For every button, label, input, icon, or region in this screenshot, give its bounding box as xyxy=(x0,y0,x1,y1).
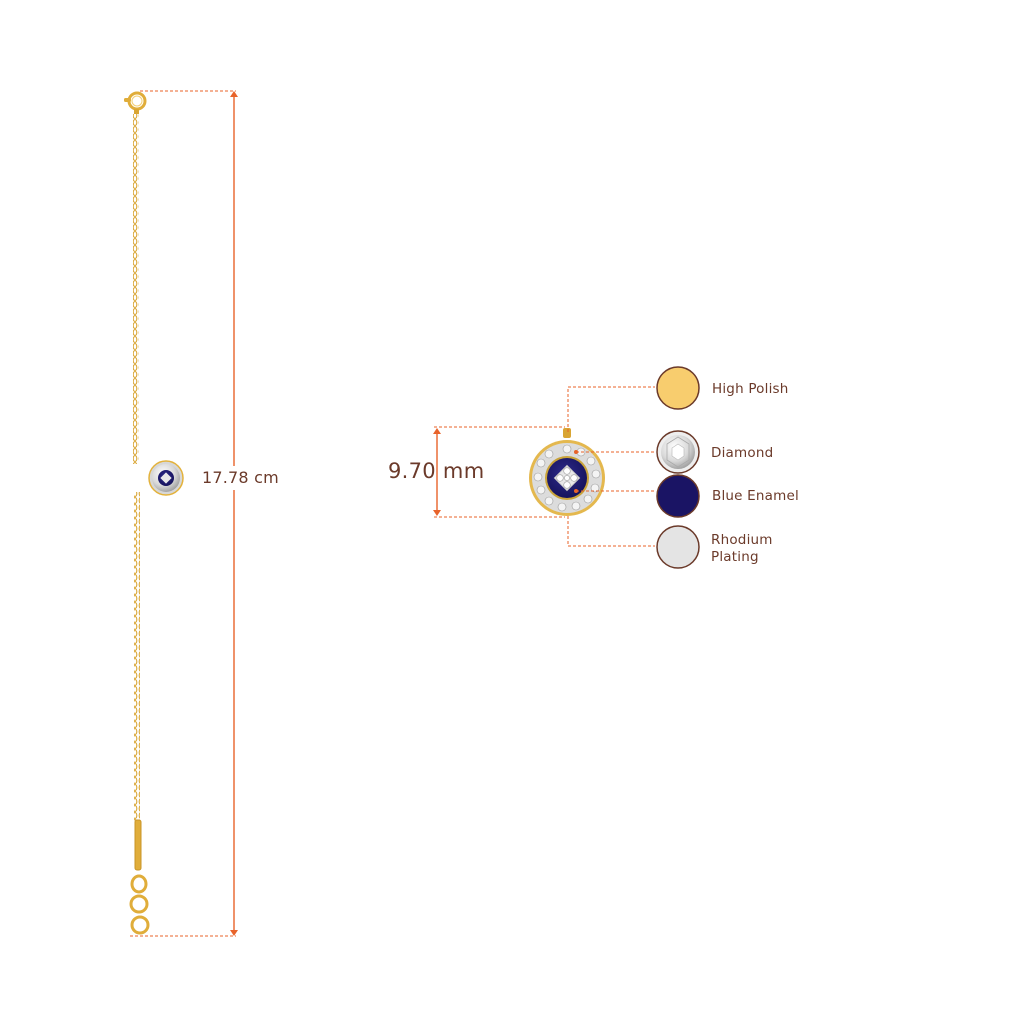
spring-ring-clasp xyxy=(124,91,147,114)
pendant-size-label: 9.70 mm xyxy=(388,459,485,483)
swatch-blue-enamel xyxy=(656,474,700,518)
material-label-high-polish: High Polish xyxy=(712,381,789,397)
material-label-diamond: Diamond xyxy=(711,445,774,461)
material-label-blue-enamel: Blue Enamel xyxy=(712,488,799,504)
length-dimension xyxy=(130,90,238,937)
material-swatches xyxy=(656,366,700,569)
length-label: 17.78 cm xyxy=(202,468,279,487)
bracelet-charm xyxy=(148,460,184,496)
extension-tag xyxy=(134,819,142,871)
callout-dots xyxy=(574,450,578,493)
pendant-detail xyxy=(529,428,605,516)
bracelet-chain xyxy=(124,91,184,935)
pendant-size-dimension xyxy=(433,426,565,518)
material-label-rhodium-plating: Rhodium Plating xyxy=(711,532,773,565)
extension-rings xyxy=(129,874,150,935)
swatch-high-polish xyxy=(656,366,700,410)
swatch-diamond xyxy=(656,430,700,474)
callout-leaders xyxy=(567,386,655,547)
swatch-rhodium-plating xyxy=(656,525,700,569)
